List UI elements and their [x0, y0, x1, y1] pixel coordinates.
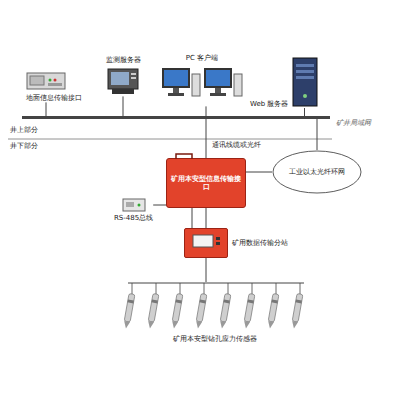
- server-icon: [106, 66, 140, 96]
- pcs-icon: [160, 64, 244, 106]
- connector-line: [206, 119, 207, 158]
- connector-line: [246, 172, 272, 173]
- connector-line: [123, 96, 124, 116]
- interface-device: [26, 70, 66, 92]
- node-label: Web 服务器: [250, 100, 289, 108]
- pc-client-icons: [160, 64, 244, 106]
- node-label: 矿用本安型钻孔应力传感器: [173, 335, 257, 343]
- case-handle: [175, 153, 193, 159]
- connector-line: [206, 208, 207, 228]
- lcd-panel: [185, 229, 227, 257]
- rs485-converter: RS-485总线: [114, 198, 153, 222]
- server-device: [106, 66, 140, 96]
- converter-device: [122, 198, 146, 212]
- edge-label: 通讯线缆或光纤: [211, 141, 262, 149]
- sensor-array: [120, 282, 310, 332]
- ring-network: 工业以太光纤环网: [272, 150, 362, 194]
- node-label: 矿井局域网: [336, 119, 371, 127]
- monitor-server: 监测服务器: [106, 56, 141, 96]
- web-server-tower: [291, 56, 319, 108]
- connector-line: [153, 205, 192, 228]
- web-server: Web 服务器: [250, 56, 319, 108]
- above-ground-label: 井上部分: [10, 126, 38, 134]
- connector-line: [206, 258, 207, 282]
- underground-label: 井下部分: [10, 142, 38, 150]
- web-icon: [291, 56, 319, 108]
- rs485-icon: [122, 198, 146, 212]
- node-label: 矿用本安型信息传输接口: [171, 175, 241, 192]
- lan-bus: 矿井局域网: [22, 116, 330, 119]
- node-label: 工业以太光纤环网: [289, 168, 345, 176]
- node-label: PC 客户端: [186, 54, 218, 62]
- node-label: RS-485总线: [114, 214, 153, 222]
- connector-line: [304, 108, 305, 116]
- connector-line: [46, 102, 47, 116]
- node-label: 监测服务器: [106, 56, 141, 64]
- data-substation: 矿用数据传输分站: [184, 228, 228, 258]
- node-label: 地面信息传输接口: [26, 94, 82, 102]
- connector-line: [317, 119, 318, 150]
- surface-interface: 地面信息传输接口: [26, 70, 82, 102]
- node-label: 矿用数据传输分站: [232, 239, 288, 247]
- pc-clients: PC 客户端: [160, 54, 244, 106]
- surface-icon: [26, 70, 66, 92]
- stress-sensors: 矿用本安型钻孔应力传感器: [120, 282, 310, 343]
- info-interface-box: 矿用本安型信息传输接口: [166, 158, 246, 208]
- connector-line: [206, 106, 207, 116]
- ground-divider: [8, 139, 332, 140]
